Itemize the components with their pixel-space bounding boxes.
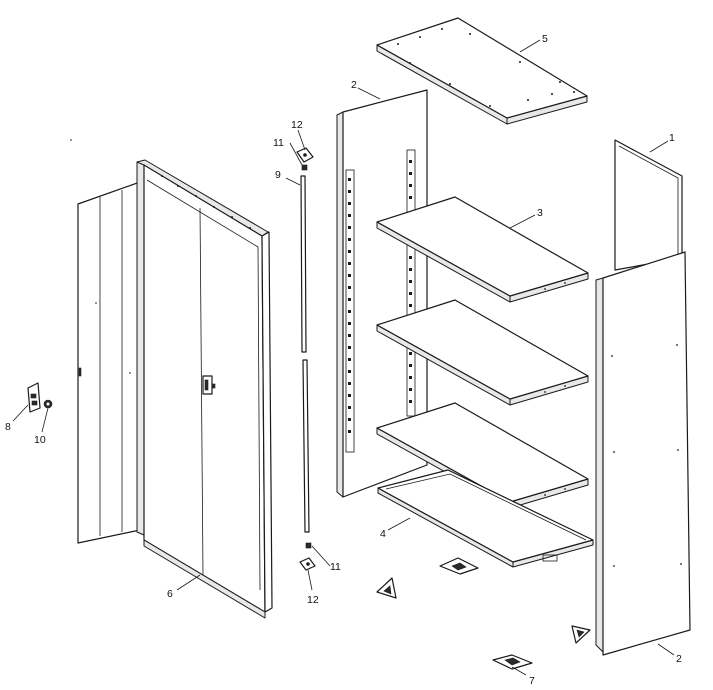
callout-4: 4 (380, 528, 386, 540)
lock-cylinder (43, 399, 53, 409)
callout-6: 6 (167, 588, 173, 600)
callout-12-top: 12 (291, 119, 303, 131)
leveling-foot-1 (439, 557, 479, 575)
shelf-upper (376, 196, 589, 303)
lock-bracket (27, 382, 41, 413)
back-panel (614, 139, 683, 271)
hinge-rod (300, 175, 310, 533)
top-panel (376, 17, 588, 125)
callout-2-right-panel: 2 (676, 653, 682, 665)
callout-10: 10 (34, 434, 46, 446)
callout-12-bottom: 12 (307, 594, 319, 606)
leveling-foot-4 (492, 654, 533, 670)
hinge-bracket-top (296, 147, 314, 163)
callout-3: 3 (537, 207, 543, 219)
callout-11-top: 11 (273, 137, 284, 149)
right-side-panel (595, 251, 691, 656)
leveling-foot-3 (571, 625, 591, 644)
callout-5: 5 (542, 33, 548, 45)
hinge-bushing-bottom (305, 542, 312, 549)
callout-7: 7 (529, 675, 535, 687)
callout-9: 9 (275, 169, 281, 181)
hinge-bushing-top (301, 164, 308, 171)
callout-2-left-panel: 2 (351, 79, 357, 91)
leveling-foot-2 (376, 577, 397, 599)
left-side-panel (336, 89, 428, 498)
cabinet-door-frame (77, 159, 273, 619)
callout-1: 1 (669, 132, 675, 144)
hinge-bracket-bottom (299, 557, 316, 571)
leader-lines (12, 39, 675, 676)
bottom-panel (377, 469, 594, 568)
callout-11-bottom: 11 (330, 561, 341, 573)
shelf-middle (376, 299, 589, 406)
callout-8: 8 (5, 421, 11, 433)
